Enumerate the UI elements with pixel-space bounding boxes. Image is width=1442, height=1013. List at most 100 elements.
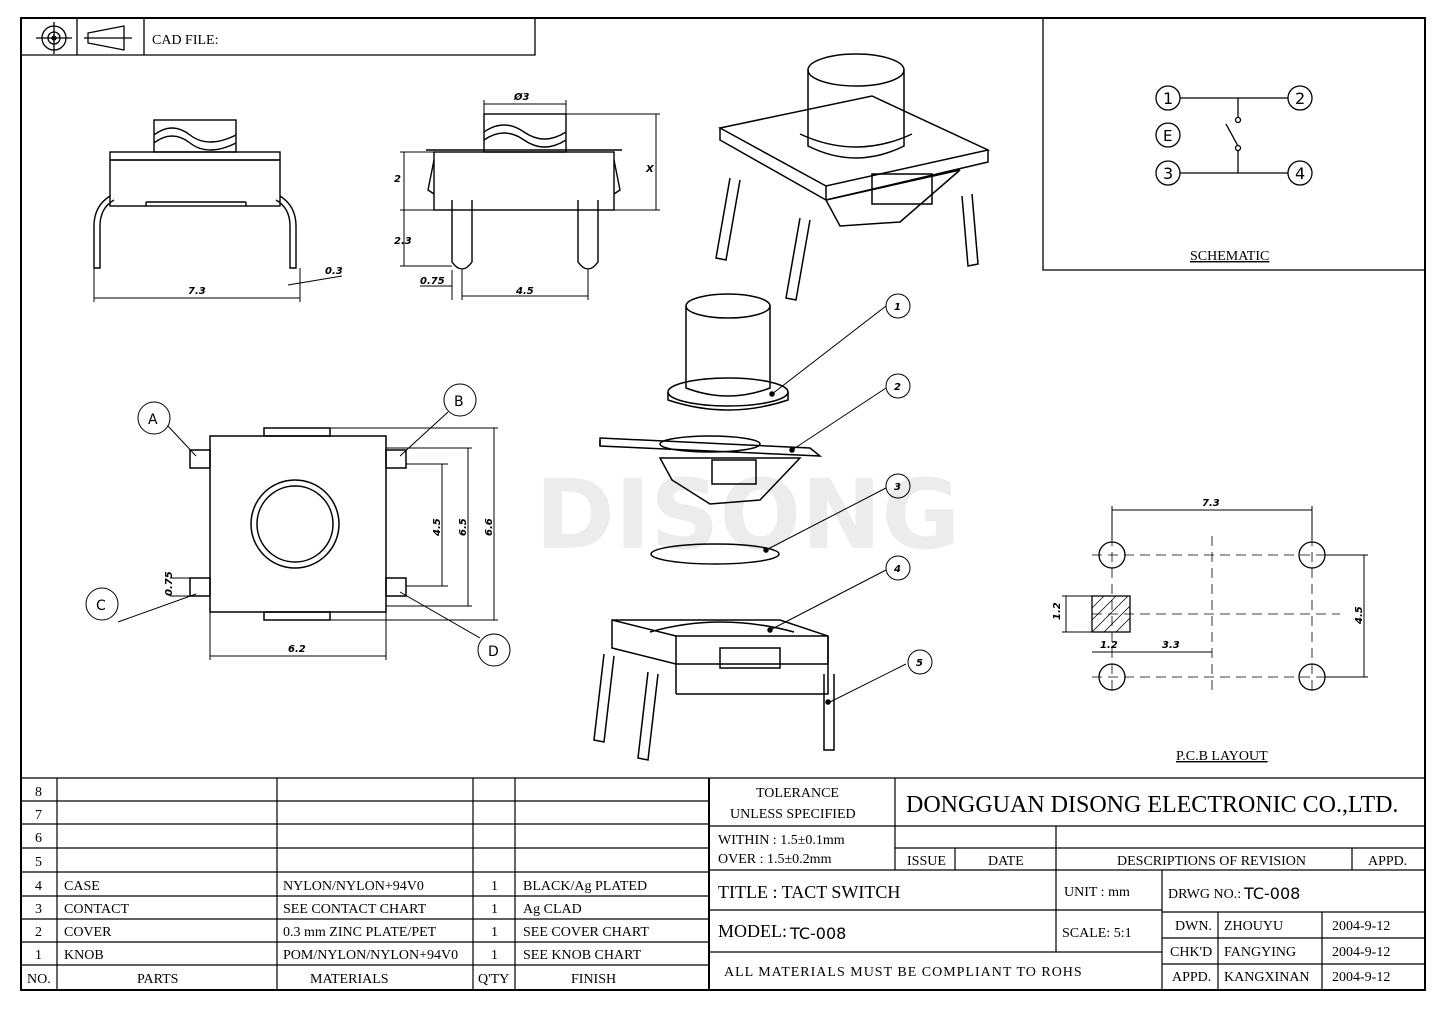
tolerance-within: WITHIN : 1.5±0.1mm	[718, 833, 845, 848]
bom-mat-4: NYLON/NYLON+94V0	[283, 879, 424, 894]
top-width-dim: 6.2	[288, 644, 306, 655]
exploded-view	[593, 293, 933, 761]
tolerance-over: OVER : 1.5±0.2mm	[718, 852, 832, 867]
label-c: C	[96, 598, 106, 614]
bom-no-7: 7	[35, 808, 42, 823]
chk-label: CHK'D	[1170, 945, 1212, 960]
appd-name: KANGXINAN	[1224, 970, 1310, 985]
schematic-pin-2: 2	[1295, 89, 1305, 108]
bom-parts-2: COVER	[64, 925, 112, 940]
bom-head-no: NO.	[27, 972, 51, 987]
model-number: TC-008	[789, 924, 846, 943]
bom-no-4: 4	[35, 879, 42, 894]
cad-file-label: CAD FILE:	[152, 33, 219, 48]
bom-mat-1: POM/NYLON/NYLON+94V0	[283, 948, 458, 963]
sheet-border	[20, 17, 1426, 991]
top-66-dim: 6.6	[484, 518, 495, 536]
bom-fin-3: Ag CLAD	[523, 902, 582, 917]
bom-mat-3: SEE CONTACT CHART	[283, 902, 427, 917]
pcb-pad-dim: 1.2	[1052, 602, 1063, 620]
watermark: DISONG	[535, 459, 960, 571]
schematic-title: SCHEMATIC	[1190, 249, 1269, 264]
pcb-title: P.C.B LAYOUT	[1176, 749, 1268, 764]
bom-no-6: 6	[35, 831, 42, 846]
top-65-dim: 6.5	[458, 518, 469, 536]
rev-appd: APPD.	[1368, 854, 1407, 869]
tolerance-line1: TOLERANCE	[756, 786, 839, 801]
front-pin-dim: 0.3	[325, 266, 343, 277]
bom-parts-1: KNOB	[64, 948, 104, 963]
tolerance-line2: UNLESS SPECIFIED	[730, 807, 856, 822]
pcb-layout	[1062, 506, 1368, 694]
part-3-label: 3	[894, 482, 901, 493]
company-name: DONGGUAN DISONG ELECTRONIC CO.,LTD.	[906, 792, 1398, 818]
bom-head-finish: FINISH	[571, 972, 616, 987]
model-label: MODEL:	[718, 921, 787, 941]
label-b: B	[454, 394, 464, 410]
scale: SCALE: 5:1	[1062, 926, 1132, 941]
side-pitch-dim: 4.5	[515, 286, 534, 297]
label-d: D	[488, 644, 499, 660]
schematic-pin-4: 4	[1295, 164, 1305, 183]
bom-no-2: 2	[35, 925, 42, 940]
bom-qty-4: 1	[491, 879, 498, 894]
drwg-label: DRWG NO.:	[1168, 887, 1241, 902]
schematic	[1042, 18, 1425, 271]
bom-fin-1: SEE KNOB CHART	[523, 948, 642, 963]
bom-no-1: 1	[35, 948, 42, 963]
rev-date: DATE	[988, 854, 1024, 869]
side-pin-dim: 0.75	[420, 276, 445, 287]
side-view	[400, 100, 660, 300]
bom-parts-4: CASE	[64, 879, 100, 894]
rev-issue: ISSUE	[907, 854, 946, 869]
part-1-label: 1	[894, 302, 901, 313]
bom-parts-3: CONTACT	[64, 902, 129, 917]
schematic-pin-3: 3	[1163, 164, 1173, 183]
side-h2-dim: 2.3	[394, 236, 412, 247]
side-dia-dim: Ø3	[513, 91, 530, 103]
side-x-dim: X	[645, 164, 655, 175]
drwg-number: TC-008	[1243, 884, 1300, 903]
pcb-pad-width-dim: 1.2	[1100, 640, 1118, 651]
top-pad-dim: 0.75	[164, 571, 175, 596]
part-2-label: 2	[894, 382, 901, 393]
unit: UNIT : mm	[1064, 885, 1130, 900]
side-h1-dim: 2	[394, 174, 401, 185]
appd-date: 2004-9-12	[1332, 970, 1390, 985]
top-view	[85, 383, 511, 667]
pcb-width-dim: 7.3	[1202, 498, 1220, 509]
iso-assembled	[715, 53, 991, 301]
rev-desc: DESCRIPTIONS OF REVISION	[1117, 854, 1306, 869]
bom-head-parts: PARTS	[137, 972, 178, 987]
bom-fin-2: SEE COVER CHART	[523, 925, 649, 940]
bom-no-5: 5	[35, 855, 42, 870]
bom-qty-2: 1	[491, 925, 498, 940]
schematic-pin-e: E	[1163, 127, 1172, 145]
label-a: A	[148, 412, 158, 428]
part-5-label: 5	[916, 658, 923, 669]
schematic-pin-1: 1	[1163, 89, 1173, 108]
bom-text: 8 7 6 5 4 CASE NYLON/NYLON+94V0 1 BLACK/…	[27, 785, 649, 987]
bom-fin-4: BLACK/Ag PLATED	[523, 879, 647, 894]
compliance-note: ALL MATERIALS MUST BE COMPLIANT TO ROHS	[724, 965, 1083, 980]
title-grid	[709, 778, 1425, 990]
bom-no-3: 3	[35, 902, 42, 917]
pcb-height-dim: 4.5	[1354, 606, 1365, 625]
bom-qty-1: 1	[491, 948, 498, 963]
drawing-title: TITLE : TACT SWITCH	[718, 882, 900, 902]
bom-no-8: 8	[35, 785, 42, 800]
bom-qty-3: 1	[491, 902, 498, 917]
dwn-name: ZHOUYU	[1224, 919, 1283, 934]
dwn-label: DWN.	[1175, 919, 1212, 934]
appd-label: APPD.	[1172, 970, 1211, 985]
front-view	[93, 119, 343, 302]
chk-date: 2004-9-12	[1332, 945, 1390, 960]
bom-mat-2: 0.3 mm ZINC PLATE/PET	[283, 925, 437, 940]
top-45-dim: 4.5	[432, 518, 443, 537]
header-box	[21, 18, 536, 56]
chk-name: FANGYING	[1224, 945, 1296, 960]
front-width-dim: 7.3	[188, 286, 206, 297]
bom-grid	[21, 777, 1425, 990]
bom-head-materials: MATERIALS	[310, 972, 389, 987]
